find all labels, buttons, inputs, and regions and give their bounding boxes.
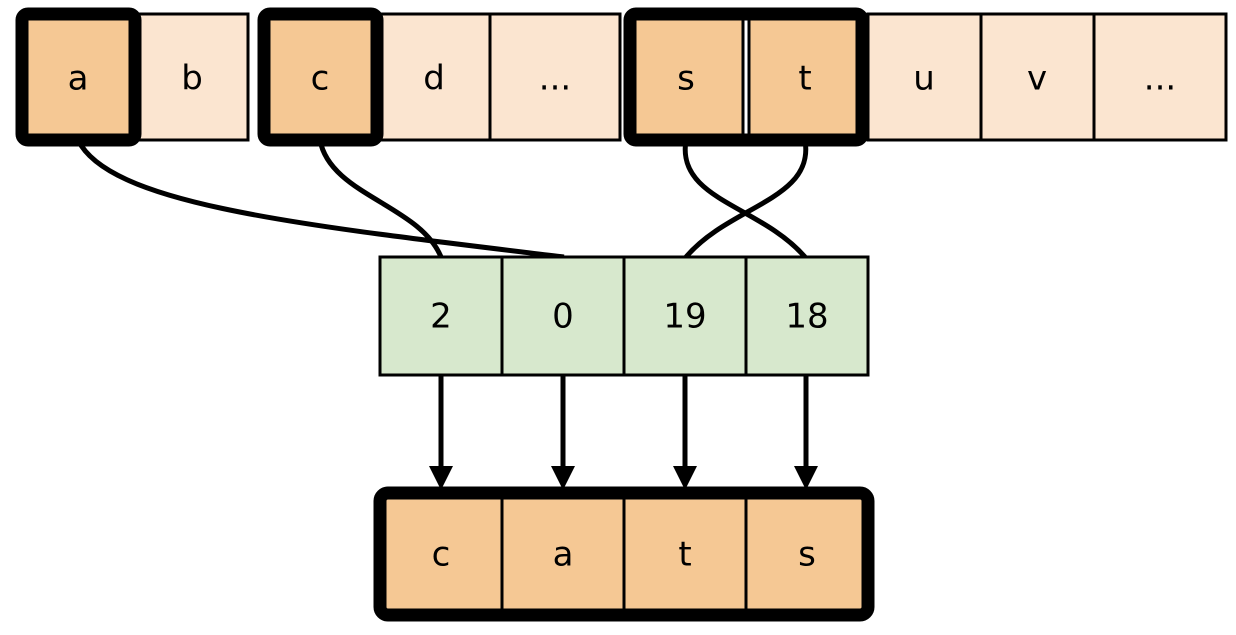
- output-cell-s-label: s: [798, 535, 816, 575]
- index-cell-3-label: 18: [785, 297, 828, 337]
- alphabet-cell-b[interactable]: b: [133, 12, 250, 142]
- index-cell-2-label: 19: [663, 297, 706, 337]
- connector-a-to-0: [75, 138, 565, 260]
- index-cell-0-label: 2: [430, 297, 452, 337]
- connector-c-to-2: [317, 139, 444, 258]
- arrow-index1-to-output1: [551, 375, 575, 490]
- alphabet-cell-c-label: c: [311, 59, 330, 99]
- alphabet-cell-s-label: s: [677, 59, 695, 99]
- output-cell-c-label: c: [432, 535, 451, 575]
- alphabet-cell-ellipsis-left[interactable]: ...: [488, 12, 622, 142]
- alphabet-cell-ellipsis-right-label: ...: [1144, 59, 1176, 99]
- index-cell-2[interactable]: 19: [622, 255, 748, 377]
- output-cell-t[interactable]: t: [622, 491, 748, 617]
- alphabet-cell-c[interactable]: c: [262, 12, 379, 142]
- arrow-index2-to-output2: [673, 375, 697, 490]
- output-cell-s[interactable]: s: [744, 491, 870, 617]
- alphabet-cell-b-label: b: [181, 59, 203, 99]
- alphabet-cell-ellipsis-left-label: ...: [539, 59, 571, 99]
- index-cell-0[interactable]: 2: [378, 255, 504, 377]
- index-cell-3[interactable]: 18: [744, 255, 870, 377]
- index-cell-1[interactable]: 0: [500, 255, 626, 377]
- alphabet-cell-d-label: d: [423, 59, 445, 99]
- arrow-index0-to-output0: [429, 375, 453, 490]
- output-cell-a[interactable]: a: [500, 491, 626, 617]
- output-cell-t-label: t: [678, 535, 691, 575]
- alphabet-cell-a[interactable]: a: [20, 12, 137, 142]
- alphabet-cell-u[interactable]: u: [866, 12, 983, 142]
- alphabet-cell-s[interactable]: s: [628, 12, 745, 142]
- output-row-frame: [373, 486, 875, 622]
- highlight-frame-c: [257, 7, 384, 147]
- index-cell-1-label: 0: [552, 297, 574, 337]
- alphabet-cell-v-label: v: [1027, 59, 1047, 99]
- connector-t-to-19: [684, 139, 809, 259]
- output-cell-a-label: a: [553, 535, 574, 575]
- output-cell-c[interactable]: c: [378, 491, 504, 617]
- highlight-frame-st: [623, 7, 869, 147]
- alphabet-cell-ellipsis-right[interactable]: ...: [1092, 12, 1228, 142]
- highlight-frame-a: [15, 7, 142, 147]
- alphabet-cell-u-label: u: [913, 59, 935, 99]
- connector-s-to-18: [682, 139, 807, 259]
- alphabet-cell-t-label: t: [798, 59, 811, 99]
- alphabet-cell-a-label: a: [68, 59, 89, 99]
- arrow-index3-to-output3: [794, 375, 818, 490]
